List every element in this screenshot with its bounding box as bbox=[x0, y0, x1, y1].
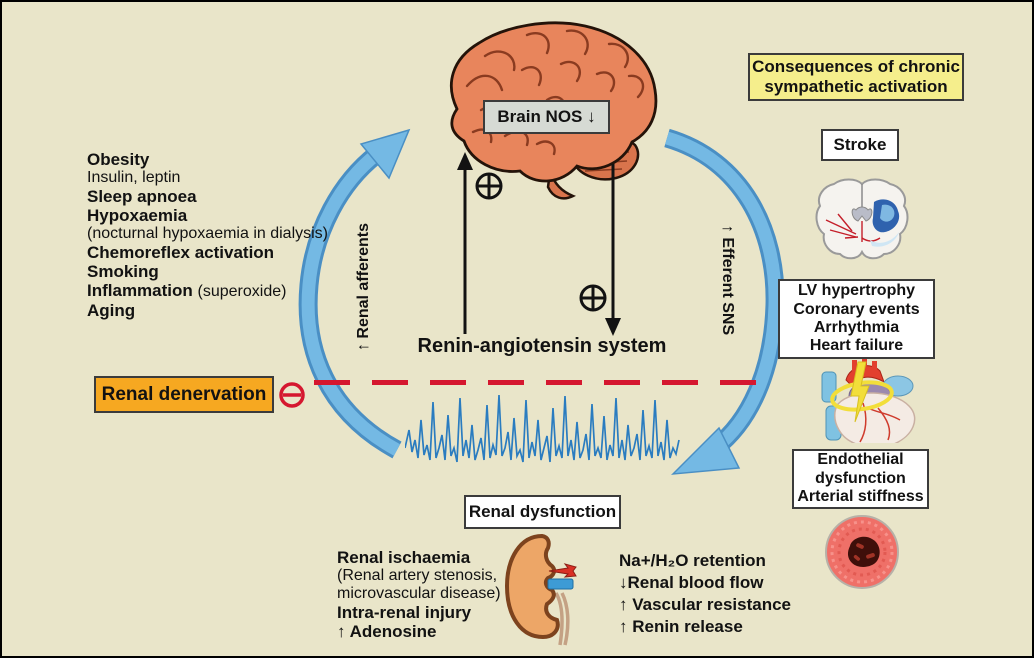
consequences-title-line2: sympathetic activation bbox=[764, 77, 948, 96]
nerve-activity-waveform bbox=[405, 394, 680, 463]
risk-hypoxaemia-sub: (nocturnal hypoxaemia in dialysis) bbox=[87, 225, 328, 242]
renal-effects-list: Na+/H₂O retention ↓Renal blood flow ↑ Va… bbox=[619, 550, 791, 638]
risk-inflammation: Inflammation (superoxide) bbox=[87, 281, 287, 300]
stroke-brain-icon bbox=[815, 178, 909, 260]
renal-ischaemia-note1: (Renal artery stenosis, bbox=[337, 567, 498, 584]
risk-sleep-apnoea: Sleep apnoea bbox=[87, 187, 197, 206]
renal-dysfunction-label: Renal dysfunction bbox=[468, 502, 617, 522]
artery-cross-section-icon bbox=[825, 515, 899, 589]
consequences-title-line1: Consequences of chronic bbox=[752, 57, 960, 77]
renin-release: ↑ Renin release bbox=[619, 617, 743, 636]
endothelial: Endothelial bbox=[817, 451, 904, 469]
intra-renal-injury: Intra-renal injury bbox=[337, 603, 472, 622]
consequences-title-box: Consequences of chronic sympathetic acti… bbox=[748, 53, 964, 101]
na-h2o-retention: Na+/H₂O retention bbox=[619, 551, 766, 570]
efferent-sns-arrow bbox=[664, 128, 785, 475]
heart-icon bbox=[821, 359, 916, 443]
vascular-resistance: ↑ Vascular resistance bbox=[619, 595, 792, 614]
renal-pathology-list: Renal ischaemia (Renal artery stenosis, … bbox=[337, 548, 501, 641]
renal-denervation-box: Renal denervation bbox=[94, 376, 274, 413]
stroke-label: Stroke bbox=[833, 135, 887, 155]
risk-factor-list: Obesity Insulin, leptin Sleep apnoea Hyp… bbox=[87, 150, 328, 320]
risk-chemoreflex: Chemoreflex activation bbox=[87, 243, 275, 262]
up-arrow bbox=[457, 152, 473, 334]
arrhythmia: Arrhythmia bbox=[813, 319, 900, 336]
renal-afferent-arrow bbox=[298, 128, 411, 459]
risk-hypoxaemia: Hypoxaemia bbox=[87, 206, 188, 225]
brain-nos-label: Brain NOS ↓ bbox=[497, 107, 596, 127]
renal-denervation-label: Renal denervation bbox=[101, 383, 267, 405]
arterial-stiffness: Arterial stiffness bbox=[797, 488, 924, 506]
down-arrow bbox=[605, 164, 621, 336]
renin-angiotensin-label: Renin-angiotensin system bbox=[417, 335, 667, 357]
renal-ischaemia: Renal ischaemia bbox=[337, 548, 471, 567]
stroke-box: Stroke bbox=[821, 129, 899, 161]
dysfunction: dysfunction bbox=[815, 469, 906, 487]
adenosine: ↑ Adenosine bbox=[337, 622, 437, 641]
vascular-consequences-box: Endothelial dysfunction Arterial stiffne… bbox=[792, 449, 929, 509]
cardiac-consequences-box: LV hypertrophy Coronary events Arrhythmi… bbox=[778, 279, 935, 359]
renal-dysfunction-box: Renal dysfunction bbox=[464, 495, 621, 529]
heart-failure: Heart failure bbox=[809, 337, 904, 355]
plus-sign-icon bbox=[579, 284, 607, 312]
risk-inflammation-note: (superoxide) bbox=[197, 283, 287, 300]
risk-aging: Aging bbox=[87, 301, 136, 320]
plus-sign-icon bbox=[475, 172, 503, 200]
risk-smoking: Smoking bbox=[87, 262, 159, 281]
renal-ischaemia-note2: microvascular disease) bbox=[337, 585, 501, 602]
coronary-events: Coronary events bbox=[793, 300, 920, 318]
efferent-sns-label: ↑ Efferent SNS bbox=[719, 224, 736, 336]
inhibition-dashed-line bbox=[314, 380, 770, 385]
kidney-icon bbox=[504, 533, 577, 646]
renal-blood-flow: ↓Renal blood flow bbox=[619, 573, 764, 592]
renal-afferents-label: ↑ Renal afferents bbox=[355, 222, 372, 352]
minus-sign-icon bbox=[279, 382, 305, 408]
risk-obesity-sub: Insulin, leptin bbox=[87, 169, 181, 186]
lv-hypertrophy: LV hypertrophy bbox=[797, 282, 916, 300]
brain-nos-box: Brain NOS ↓ bbox=[483, 100, 610, 134]
risk-obesity: Obesity bbox=[87, 150, 150, 169]
